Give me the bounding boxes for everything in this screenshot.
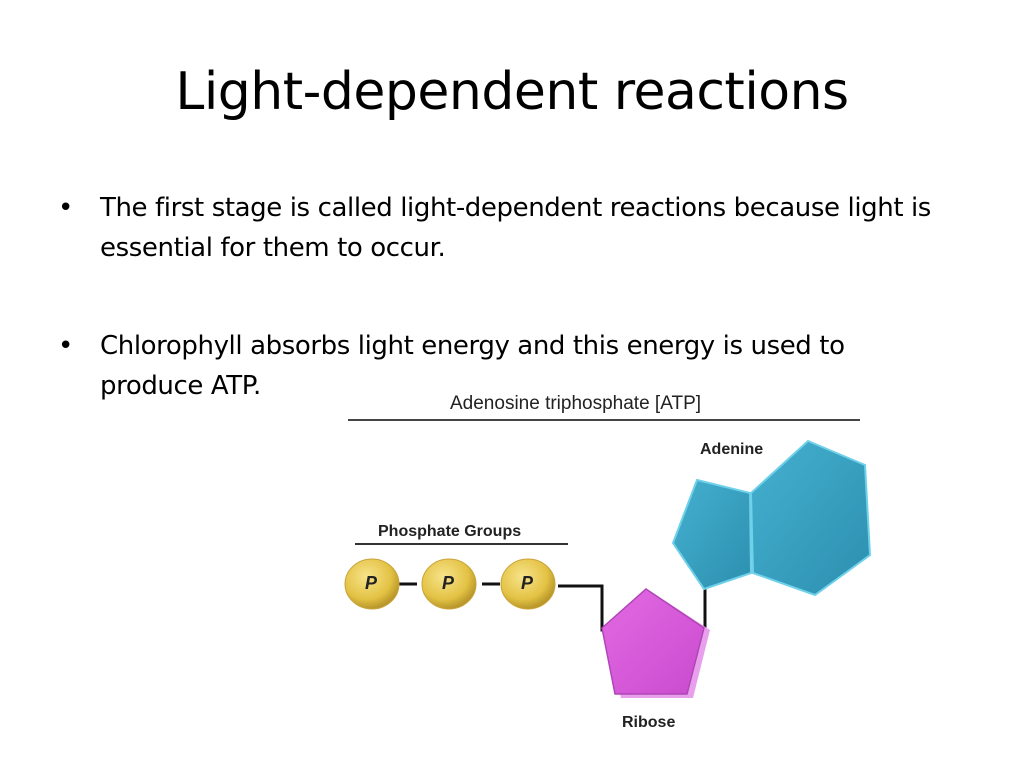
atp-diagram-title: Adenosine triphosphate [ATP] bbox=[450, 393, 702, 414]
phosphate-group-2 bbox=[421, 558, 477, 610]
bullet-text: The first stage is called light-dependen… bbox=[100, 193, 931, 263]
ribose-pentagon bbox=[601, 588, 710, 698]
bullet-text: Chlorophyll absorbs light energy and thi… bbox=[100, 331, 845, 401]
phosphate-symbol: P bbox=[521, 573, 534, 593]
phosphate-group-1 bbox=[344, 558, 400, 610]
phosphate-groups-label: Phosphate Groups bbox=[378, 523, 522, 540]
phosphate-group-3 bbox=[500, 558, 556, 610]
phosphate-symbol: P bbox=[442, 573, 455, 593]
bullet-item: • The first stage is called light-depend… bbox=[58, 188, 938, 268]
title-underline bbox=[348, 419, 860, 421]
bullet-marker: • bbox=[58, 331, 73, 361]
phosphate-groups-underline bbox=[355, 543, 568, 545]
bullet-item: • Chlorophyll absorbs light energy and t… bbox=[58, 326, 938, 406]
bullet-marker: • bbox=[58, 193, 73, 223]
phosphate-symbol: P bbox=[365, 573, 378, 593]
ribose-label: Ribose bbox=[622, 714, 676, 731]
atp-molecule-graphic bbox=[344, 439, 872, 698]
bullet-list: • The first stage is called light-depend… bbox=[58, 188, 938, 464]
adenine-label: Adenine bbox=[700, 441, 764, 458]
adenine-rings bbox=[671, 439, 872, 597]
atp-diagram: Adenosine triphosphate [ATP] bbox=[340, 385, 900, 745]
slide-title: Light-dependent reactions bbox=[175, 62, 849, 122]
